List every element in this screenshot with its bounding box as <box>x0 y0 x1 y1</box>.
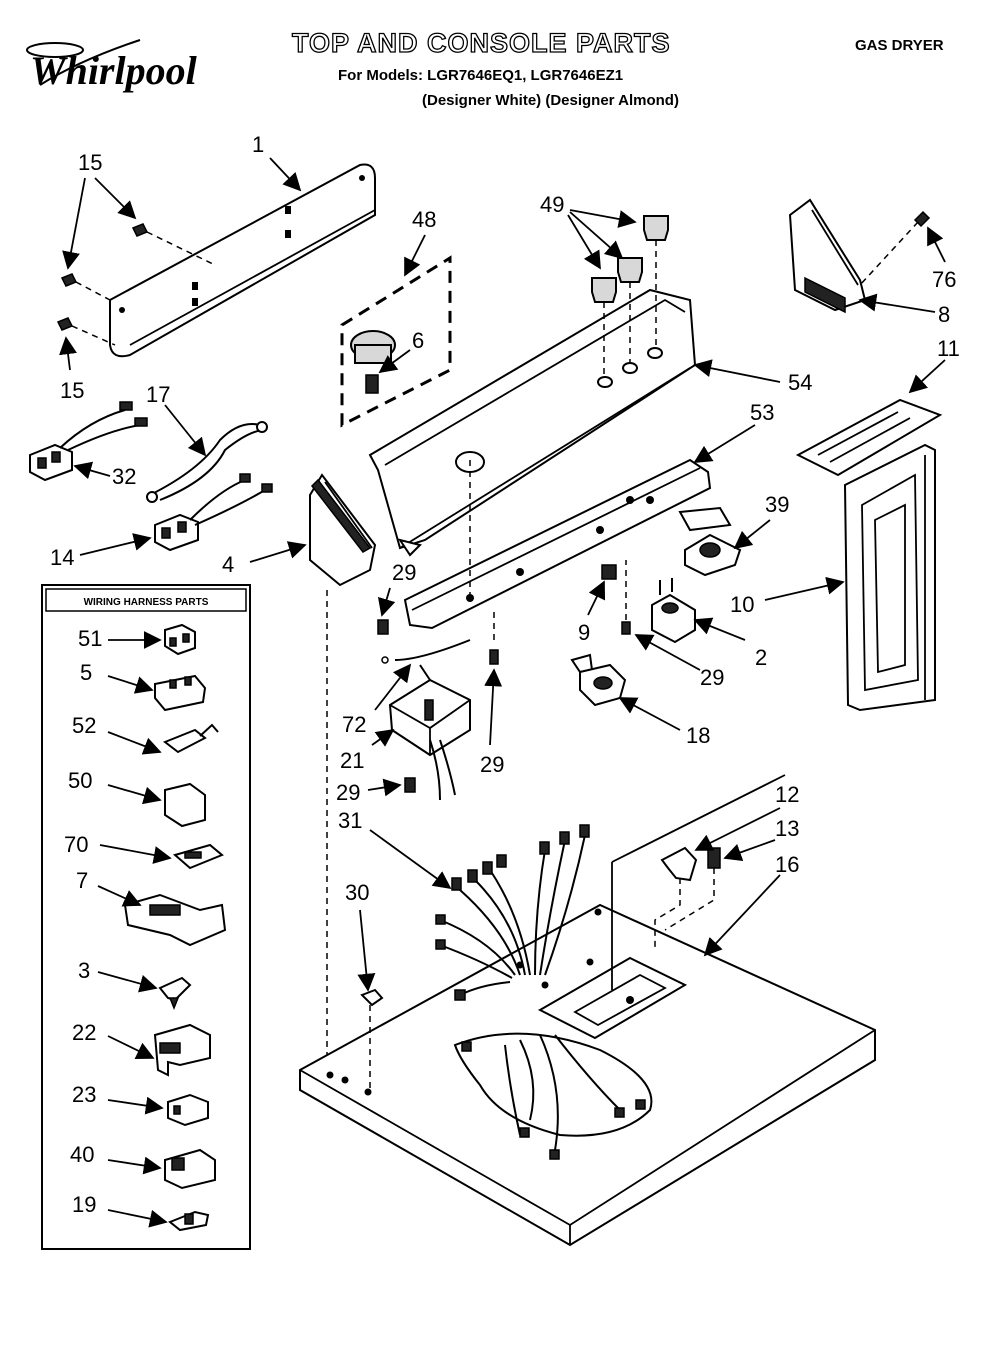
callout-8: 8 <box>938 302 950 327</box>
harness-label-40: 40 <box>70 1142 94 1167</box>
callout-2: 2 <box>755 645 767 670</box>
harness-label-7: 7 <box>76 868 88 893</box>
harness-label-50: 50 <box>68 768 92 793</box>
part-2-switch <box>651 578 696 644</box>
part-32-connector <box>29 401 148 482</box>
harness-label-19: 19 <box>72 1192 96 1217</box>
harness-label-51: 51 <box>78 626 102 651</box>
colors-line: (Designer White) (Designer Almond) <box>422 92 679 109</box>
harness-label-70: 70 <box>64 832 88 857</box>
part-21-timer <box>381 639 471 801</box>
harness-label-23: 23 <box>72 1082 96 1107</box>
whirlpool-logo: Whirlpool <box>26 39 198 93</box>
callout-32: 32 <box>112 464 136 489</box>
screw-29-parts <box>377 560 631 793</box>
callout-11: 11 <box>937 336 960 361</box>
callout-31: 31 <box>338 808 362 833</box>
callout-1: 1 <box>252 132 264 157</box>
callout-72: 72 <box>342 712 366 737</box>
callout-12: 12 <box>775 782 799 807</box>
callout-29-b: 29 <box>700 665 724 690</box>
harness-box-title: WIRING HARNESS PARTS <box>84 597 209 608</box>
callout-14: 14 <box>50 545 74 570</box>
part-9-connector <box>601 564 617 580</box>
page-title: TOP AND CONSOLE PARTS <box>292 28 671 58</box>
callout-29-c: 29 <box>336 780 360 805</box>
callout-29-a: 29 <box>392 560 416 585</box>
models-line: For Models: LGR7646EQ1, LGR7646EZ1 <box>338 67 623 84</box>
part-17-harness <box>146 421 268 503</box>
callout-18: 18 <box>686 723 710 748</box>
harness-label-3: 3 <box>78 958 90 983</box>
callout-15-top: 15 <box>78 150 102 175</box>
callout-16: 16 <box>775 852 799 877</box>
console-bracket-rail <box>403 458 732 630</box>
console-end-cap-right <box>788 198 931 314</box>
lint-screen-panel <box>843 443 936 712</box>
callout-13: 13 <box>775 816 799 841</box>
harness-label-52: 52 <box>72 713 96 738</box>
harness-part-icons <box>123 623 227 1232</box>
part-31-main-harness <box>435 824 590 1001</box>
harness-label-5: 5 <box>80 660 92 685</box>
rear-bracket-plate <box>109 163 376 358</box>
callout-10: 10 <box>730 592 754 617</box>
callout-29-d: 29 <box>480 752 504 777</box>
console-panel <box>368 288 697 557</box>
control-knobs <box>591 215 669 375</box>
part-39-thermostat <box>684 533 742 577</box>
callout-17: 17 <box>146 382 170 407</box>
product-type: GAS DRYER <box>855 37 944 54</box>
leader-lines <box>59 157 946 1228</box>
callout-54: 54 <box>788 370 812 395</box>
callout-39: 39 <box>765 492 789 517</box>
callout-49: 49 <box>540 192 564 217</box>
callout-4: 4 <box>222 552 234 577</box>
callout-53: 53 <box>750 400 774 425</box>
part-12-13-bracket <box>611 774 786 990</box>
screw-15-parts <box>56 223 216 346</box>
harness-label-22: 22 <box>72 1020 96 1045</box>
callout-labels: 1 15 15 48 49 76 8 6 54 11 17 32 53 39 1… <box>50 132 960 1217</box>
callout-48: 48 <box>412 207 436 232</box>
callout-21: 21 <box>340 748 364 773</box>
callout-15-bottom: 15 <box>60 378 84 403</box>
callout-76: 76 <box>932 267 956 292</box>
selector-switch-group <box>340 255 452 428</box>
callout-9: 9 <box>578 620 590 645</box>
callout-30: 30 <box>345 880 369 905</box>
callout-6: 6 <box>412 328 424 353</box>
dryer-top-panel <box>299 903 876 1247</box>
part-14-connector <box>154 473 273 552</box>
vent-cover <box>795 398 943 477</box>
svg-text:Whirlpool: Whirlpool <box>30 48 198 93</box>
part-18-switch <box>570 653 627 707</box>
console-end-cap-left <box>309 473 377 1075</box>
